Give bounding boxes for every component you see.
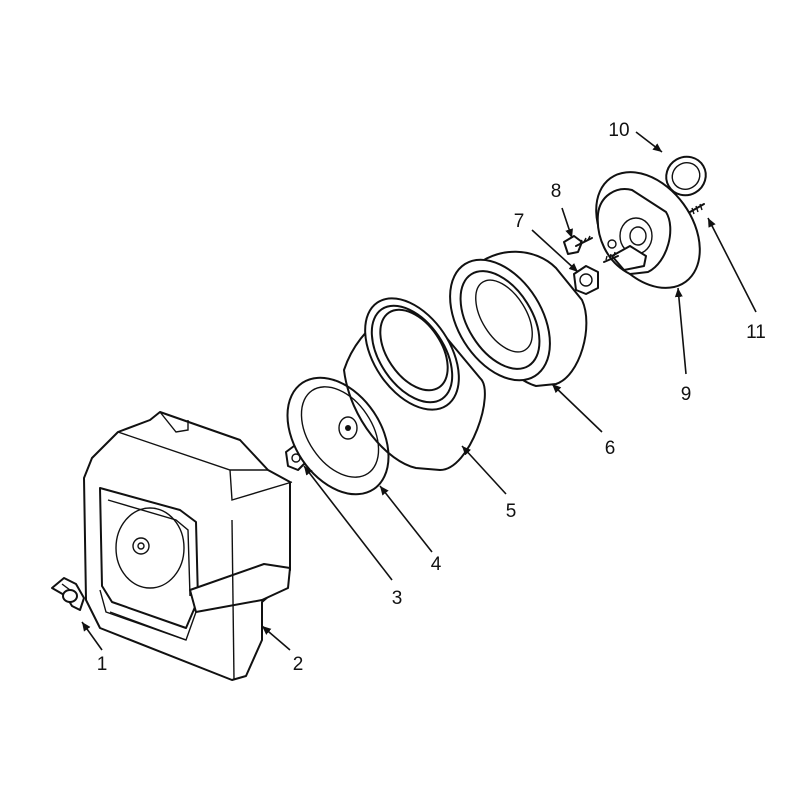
foam-pre-cleaner-part xyxy=(343,297,486,471)
leader-9 xyxy=(674,287,687,375)
callout-5: 5 xyxy=(506,501,517,522)
cover-plate-part xyxy=(286,376,390,496)
leader-8 xyxy=(561,207,573,239)
leader-1 xyxy=(81,621,103,651)
callout-9: 9 xyxy=(681,384,692,405)
callout-1: 1 xyxy=(97,654,108,675)
leader-4 xyxy=(379,485,433,553)
gasket-part xyxy=(665,155,707,197)
leader-11 xyxy=(707,217,757,313)
base-plate-part xyxy=(595,171,701,289)
paper-filter-element-part xyxy=(449,250,588,387)
stud-part xyxy=(689,203,705,215)
callout-2: 2 xyxy=(293,654,304,675)
wing-nut-part xyxy=(51,577,85,611)
callout-4: 4 xyxy=(431,554,442,575)
leader-6 xyxy=(551,383,603,433)
callout-6: 6 xyxy=(605,438,616,459)
spacer-part xyxy=(573,265,599,295)
callout-11: 11 xyxy=(746,322,766,343)
callout-3: 3 xyxy=(392,588,403,609)
leader-7 xyxy=(531,229,579,273)
leader-3 xyxy=(303,465,393,581)
air-cleaner-cover-part xyxy=(83,411,293,681)
callout-7: 7 xyxy=(514,211,525,232)
callout-10: 10 xyxy=(608,120,629,141)
leader-10 xyxy=(635,131,663,153)
screw-part xyxy=(563,235,593,255)
leader-5 xyxy=(461,445,507,495)
leader-2 xyxy=(261,625,291,651)
callout-8: 8 xyxy=(551,181,562,202)
